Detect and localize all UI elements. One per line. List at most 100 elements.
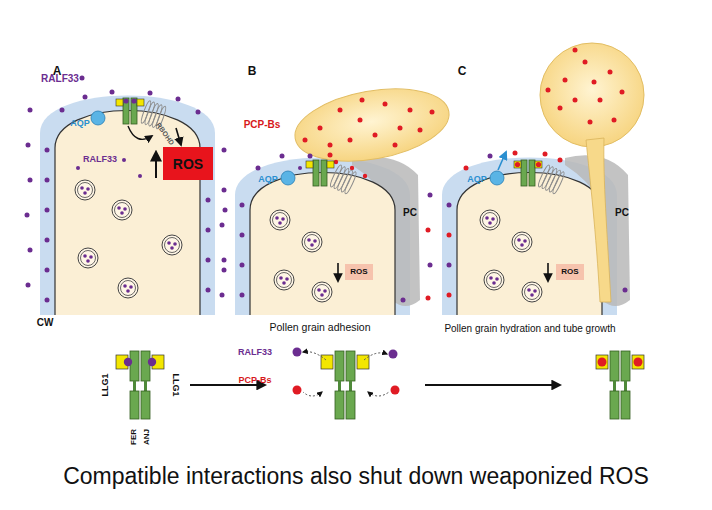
ralf33-dots — [138, 174, 142, 178]
ralf33-dots — [83, 95, 88, 100]
papilla-label: PC — [403, 207, 417, 218]
wall-label: CW — [37, 317, 54, 328]
ralf33-dots — [280, 154, 285, 159]
wall-dots — [428, 193, 433, 198]
channel-label: AQP — [70, 119, 90, 129]
ralf33-dots — [222, 258, 227, 263]
pcp-b-dots — [608, 70, 613, 75]
ralf33-dots — [110, 90, 115, 95]
ralf33-dots — [45, 178, 50, 183]
vesicles — [270, 210, 290, 230]
ralf33-dots — [76, 166, 80, 170]
ralf33-dots — [25, 76, 228, 303]
ligand-label: RALF33 — [238, 348, 272, 358]
vesicles — [302, 232, 322, 252]
ralf33-dots — [206, 258, 211, 263]
wall-dots — [426, 228, 431, 233]
ralf33-dots — [222, 268, 227, 273]
water-arrow — [498, 152, 506, 170]
receptor-schematic — [148, 358, 156, 366]
ralf33-dots — [148, 91, 153, 96]
pcp-b-dots — [350, 166, 354, 170]
vesicles — [270, 210, 332, 302]
rbohd-coil — [329, 164, 358, 194]
ralf33-dots — [206, 288, 211, 293]
decrease-arrow — [547, 263, 549, 281]
pcp-b-dots — [563, 78, 568, 83]
receptor-complex — [131, 98, 136, 103]
panel-caption: Pollen grain adhesion — [270, 322, 371, 334]
wall-dots — [428, 263, 433, 268]
pcp-b-dots — [318, 126, 323, 131]
exchange-arrows — [303, 352, 326, 360]
ralf33-dots — [196, 110, 201, 115]
ralf33-dots — [80, 76, 85, 81]
receptor-schematic — [124, 358, 132, 366]
ralf33-dots — [401, 298, 406, 303]
papilla-label: PC — [615, 207, 629, 218]
cytoplasm — [55, 111, 200, 316]
ralf33-dots — [45, 238, 50, 243]
ralf33-dots — [45, 268, 50, 273]
pcp-b-dots — [383, 102, 388, 107]
ralf33-dots — [26, 143, 31, 148]
vesicles — [118, 278, 138, 298]
wall-dots — [558, 158, 563, 163]
cytoplasm — [457, 173, 602, 316]
channel-label: AQP — [258, 175, 278, 185]
ralf33-dots — [240, 263, 245, 268]
receptor-complex — [514, 160, 542, 186]
receptor-complex — [123, 98, 128, 103]
ralf33-dots — [222, 188, 227, 193]
wall-dots — [623, 288, 628, 293]
aquaporin — [91, 111, 105, 125]
ralf33-dots — [28, 248, 33, 253]
ligand-label: PCP-Bs — [238, 376, 271, 386]
panel-letter: C — [458, 65, 467, 78]
pcp-b-dots — [598, 98, 603, 103]
pollen-tube — [586, 138, 611, 302]
rbohd-coil — [537, 164, 566, 194]
signal-arrow — [128, 126, 152, 139]
protein-label: LLG1 — [170, 373, 180, 396]
receptor-complex — [116, 98, 144, 124]
pcp-b-dots — [418, 128, 423, 133]
wall-dots — [447, 233, 452, 238]
ralf33-dot — [389, 350, 398, 359]
pcp-b-dots — [592, 80, 597, 85]
receptor-complex — [116, 98, 144, 124]
ralf33-dots — [222, 148, 227, 153]
pcp-b-dots — [363, 174, 367, 178]
pollen-grain — [540, 43, 644, 147]
ros-box: ROS — [163, 147, 213, 180]
vesicles — [162, 235, 182, 255]
pcp-b-dots — [573, 48, 578, 53]
receptor-complex — [308, 154, 313, 159]
pcp-b-dots — [393, 143, 398, 148]
protein-label: ANJ — [143, 429, 152, 445]
channel-label: AQP — [467, 175, 487, 185]
rbohd-coil — [537, 164, 566, 194]
cell-b — [235, 157, 420, 315]
ralf33-dot — [293, 348, 302, 357]
decrease-arrow — [337, 263, 339, 281]
wall-dots — [543, 152, 548, 157]
protein-label: FER — [130, 429, 139, 445]
ligand-label: PCP-Bs — [244, 119, 281, 130]
ralf33-dots — [60, 108, 65, 113]
pcp-b-dots — [334, 160, 338, 164]
panel-caption: Pollen grain hydration and tube growth — [444, 323, 615, 334]
ralf33-dots — [45, 208, 50, 213]
receptor-schematic — [321, 351, 369, 419]
receptor-schematic — [596, 351, 644, 419]
box-text: ROS — [173, 157, 203, 171]
pcp-b-dots — [398, 126, 403, 131]
vesicles — [484, 270, 504, 290]
pcp-b-dots — [373, 133, 378, 138]
receptor-schematic — [116, 351, 164, 419]
vesicles — [312, 282, 332, 302]
pcp-b-dots — [408, 108, 413, 113]
ralf33-dots — [45, 148, 50, 153]
